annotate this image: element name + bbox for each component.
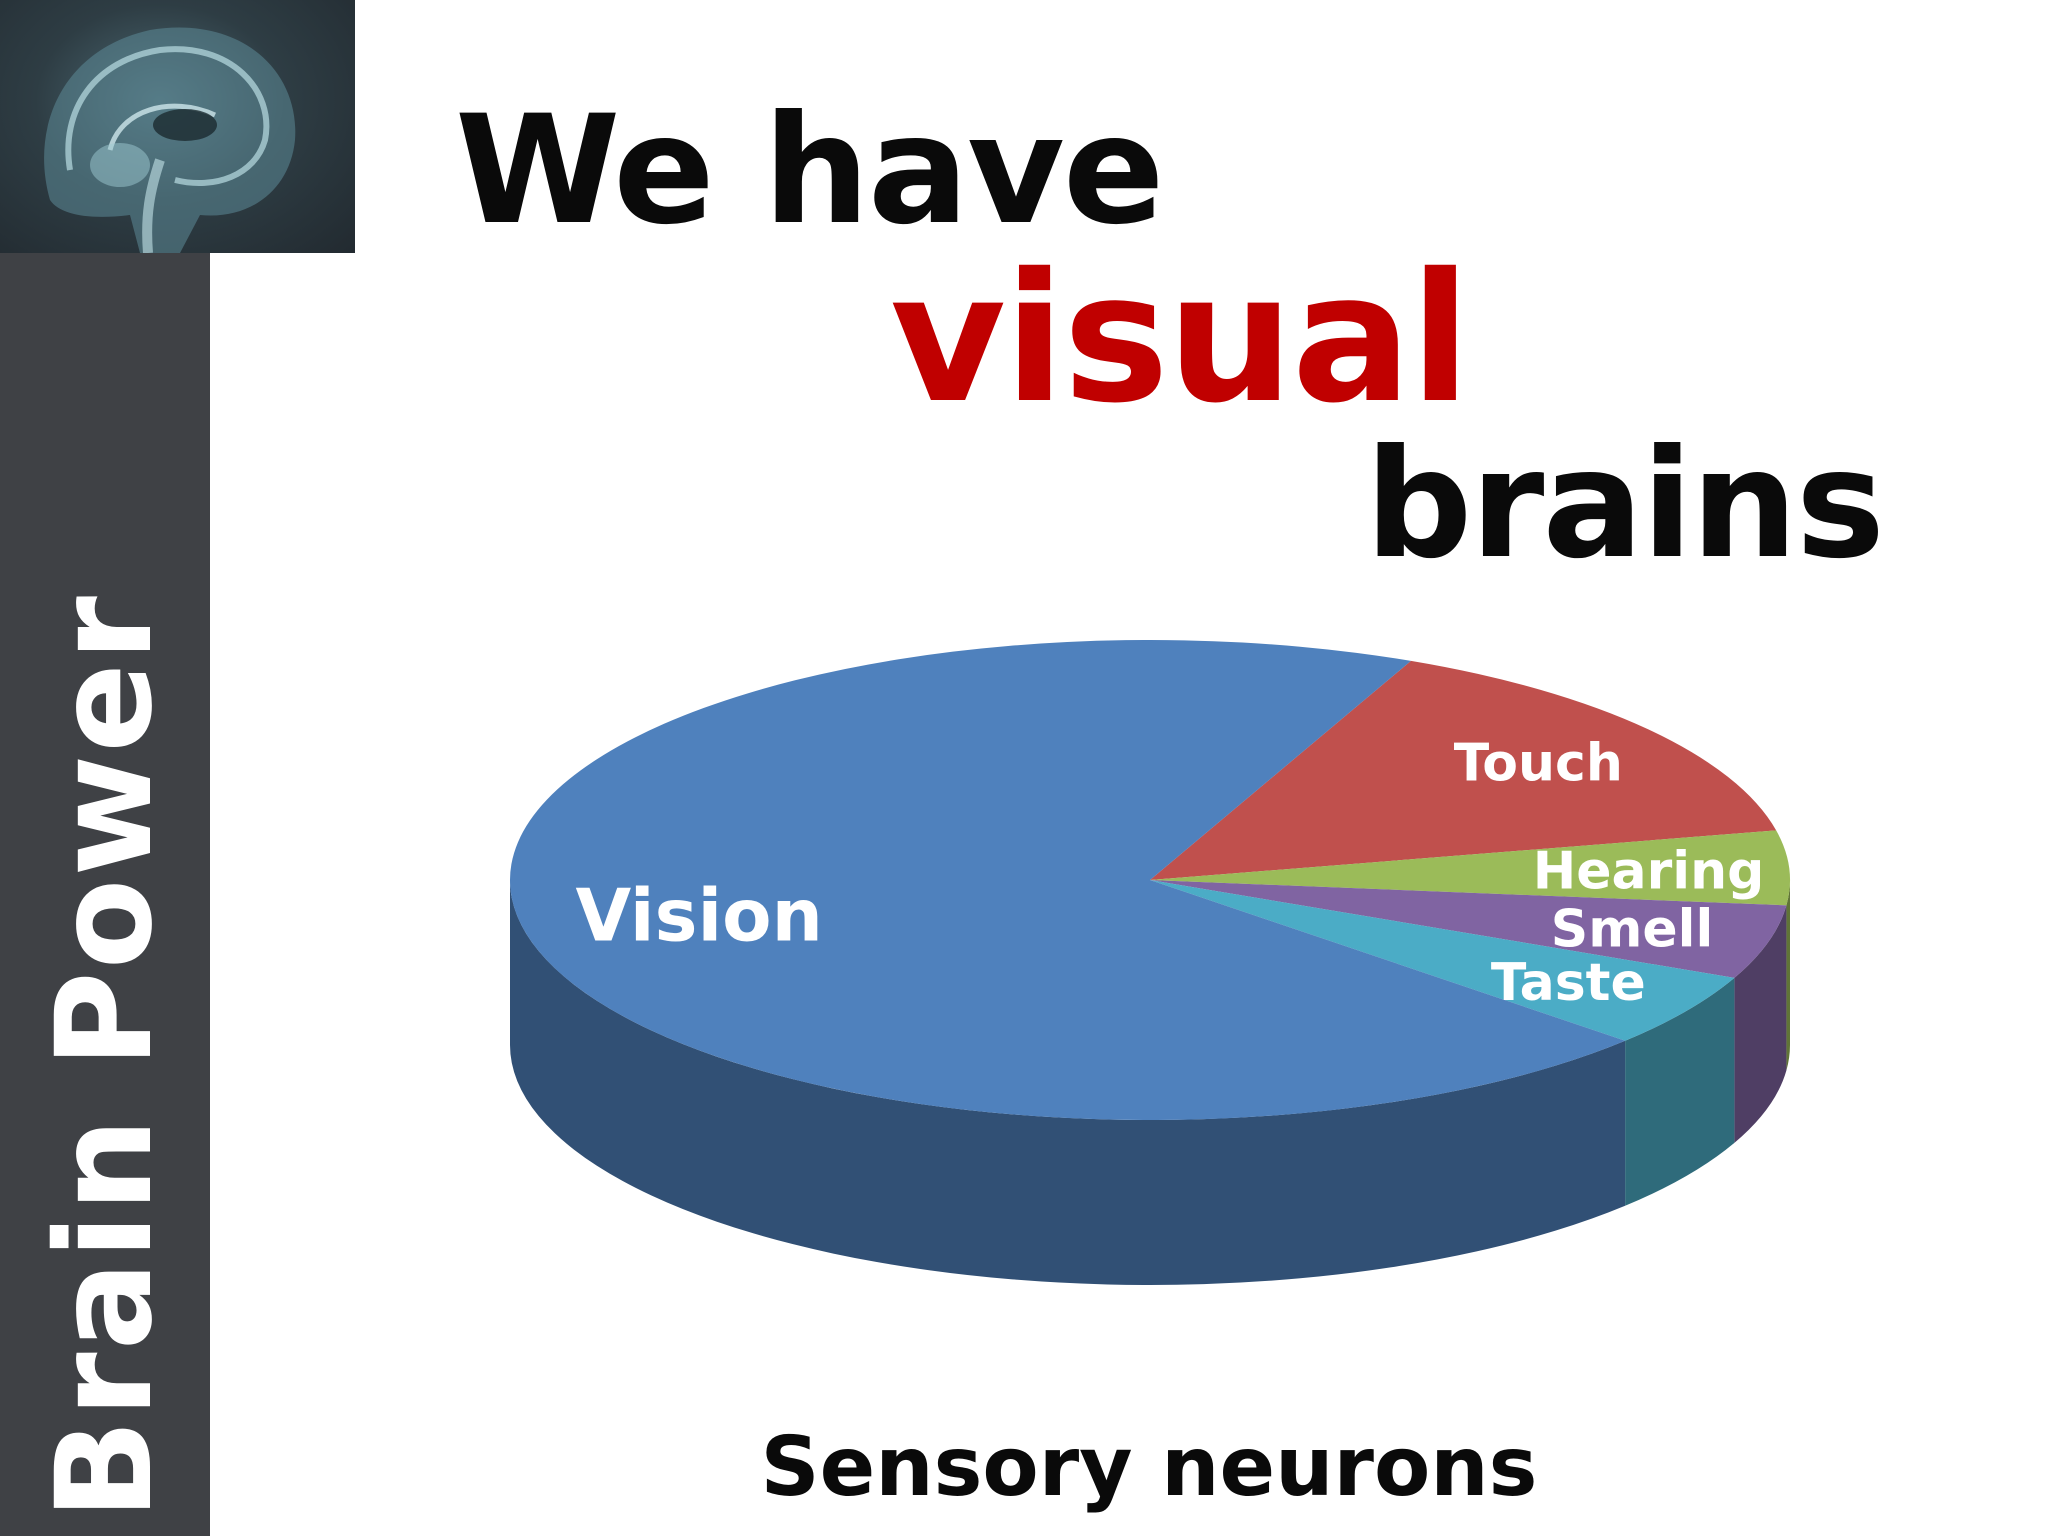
pie-side-taste [1625, 977, 1735, 1206]
pie-side-hearing [1786, 880, 1790, 1071]
pie-label-taste: Taste [1491, 953, 1646, 1013]
pie-slice-vision [510, 639, 1626, 1120]
brain-scan-image [0, 0, 355, 253]
title-line-1: We have [455, 84, 1165, 258]
pie-side-vision [510, 880, 1626, 1286]
title-line-2: visual [890, 235, 1471, 442]
pie-slice-hearing [1150, 830, 1790, 906]
pie-label-hearing: Hearing [1533, 841, 1765, 901]
sidebar [0, 0, 210, 1536]
pie-label-vision: Vision [575, 874, 822, 958]
chart-caption: Sensory neurons [760, 1420, 1538, 1515]
pie-slice-touch [1150, 660, 1777, 880]
pie-label-smell: Smell [1551, 900, 1714, 960]
pie-slice-smell [1150, 880, 1787, 978]
pie-slice-taste [1150, 880, 1735, 1041]
pie-label-touch: Touch [1454, 733, 1623, 793]
pie-side-smell [1734, 905, 1787, 1143]
title-line-3: brains [1365, 418, 1885, 592]
